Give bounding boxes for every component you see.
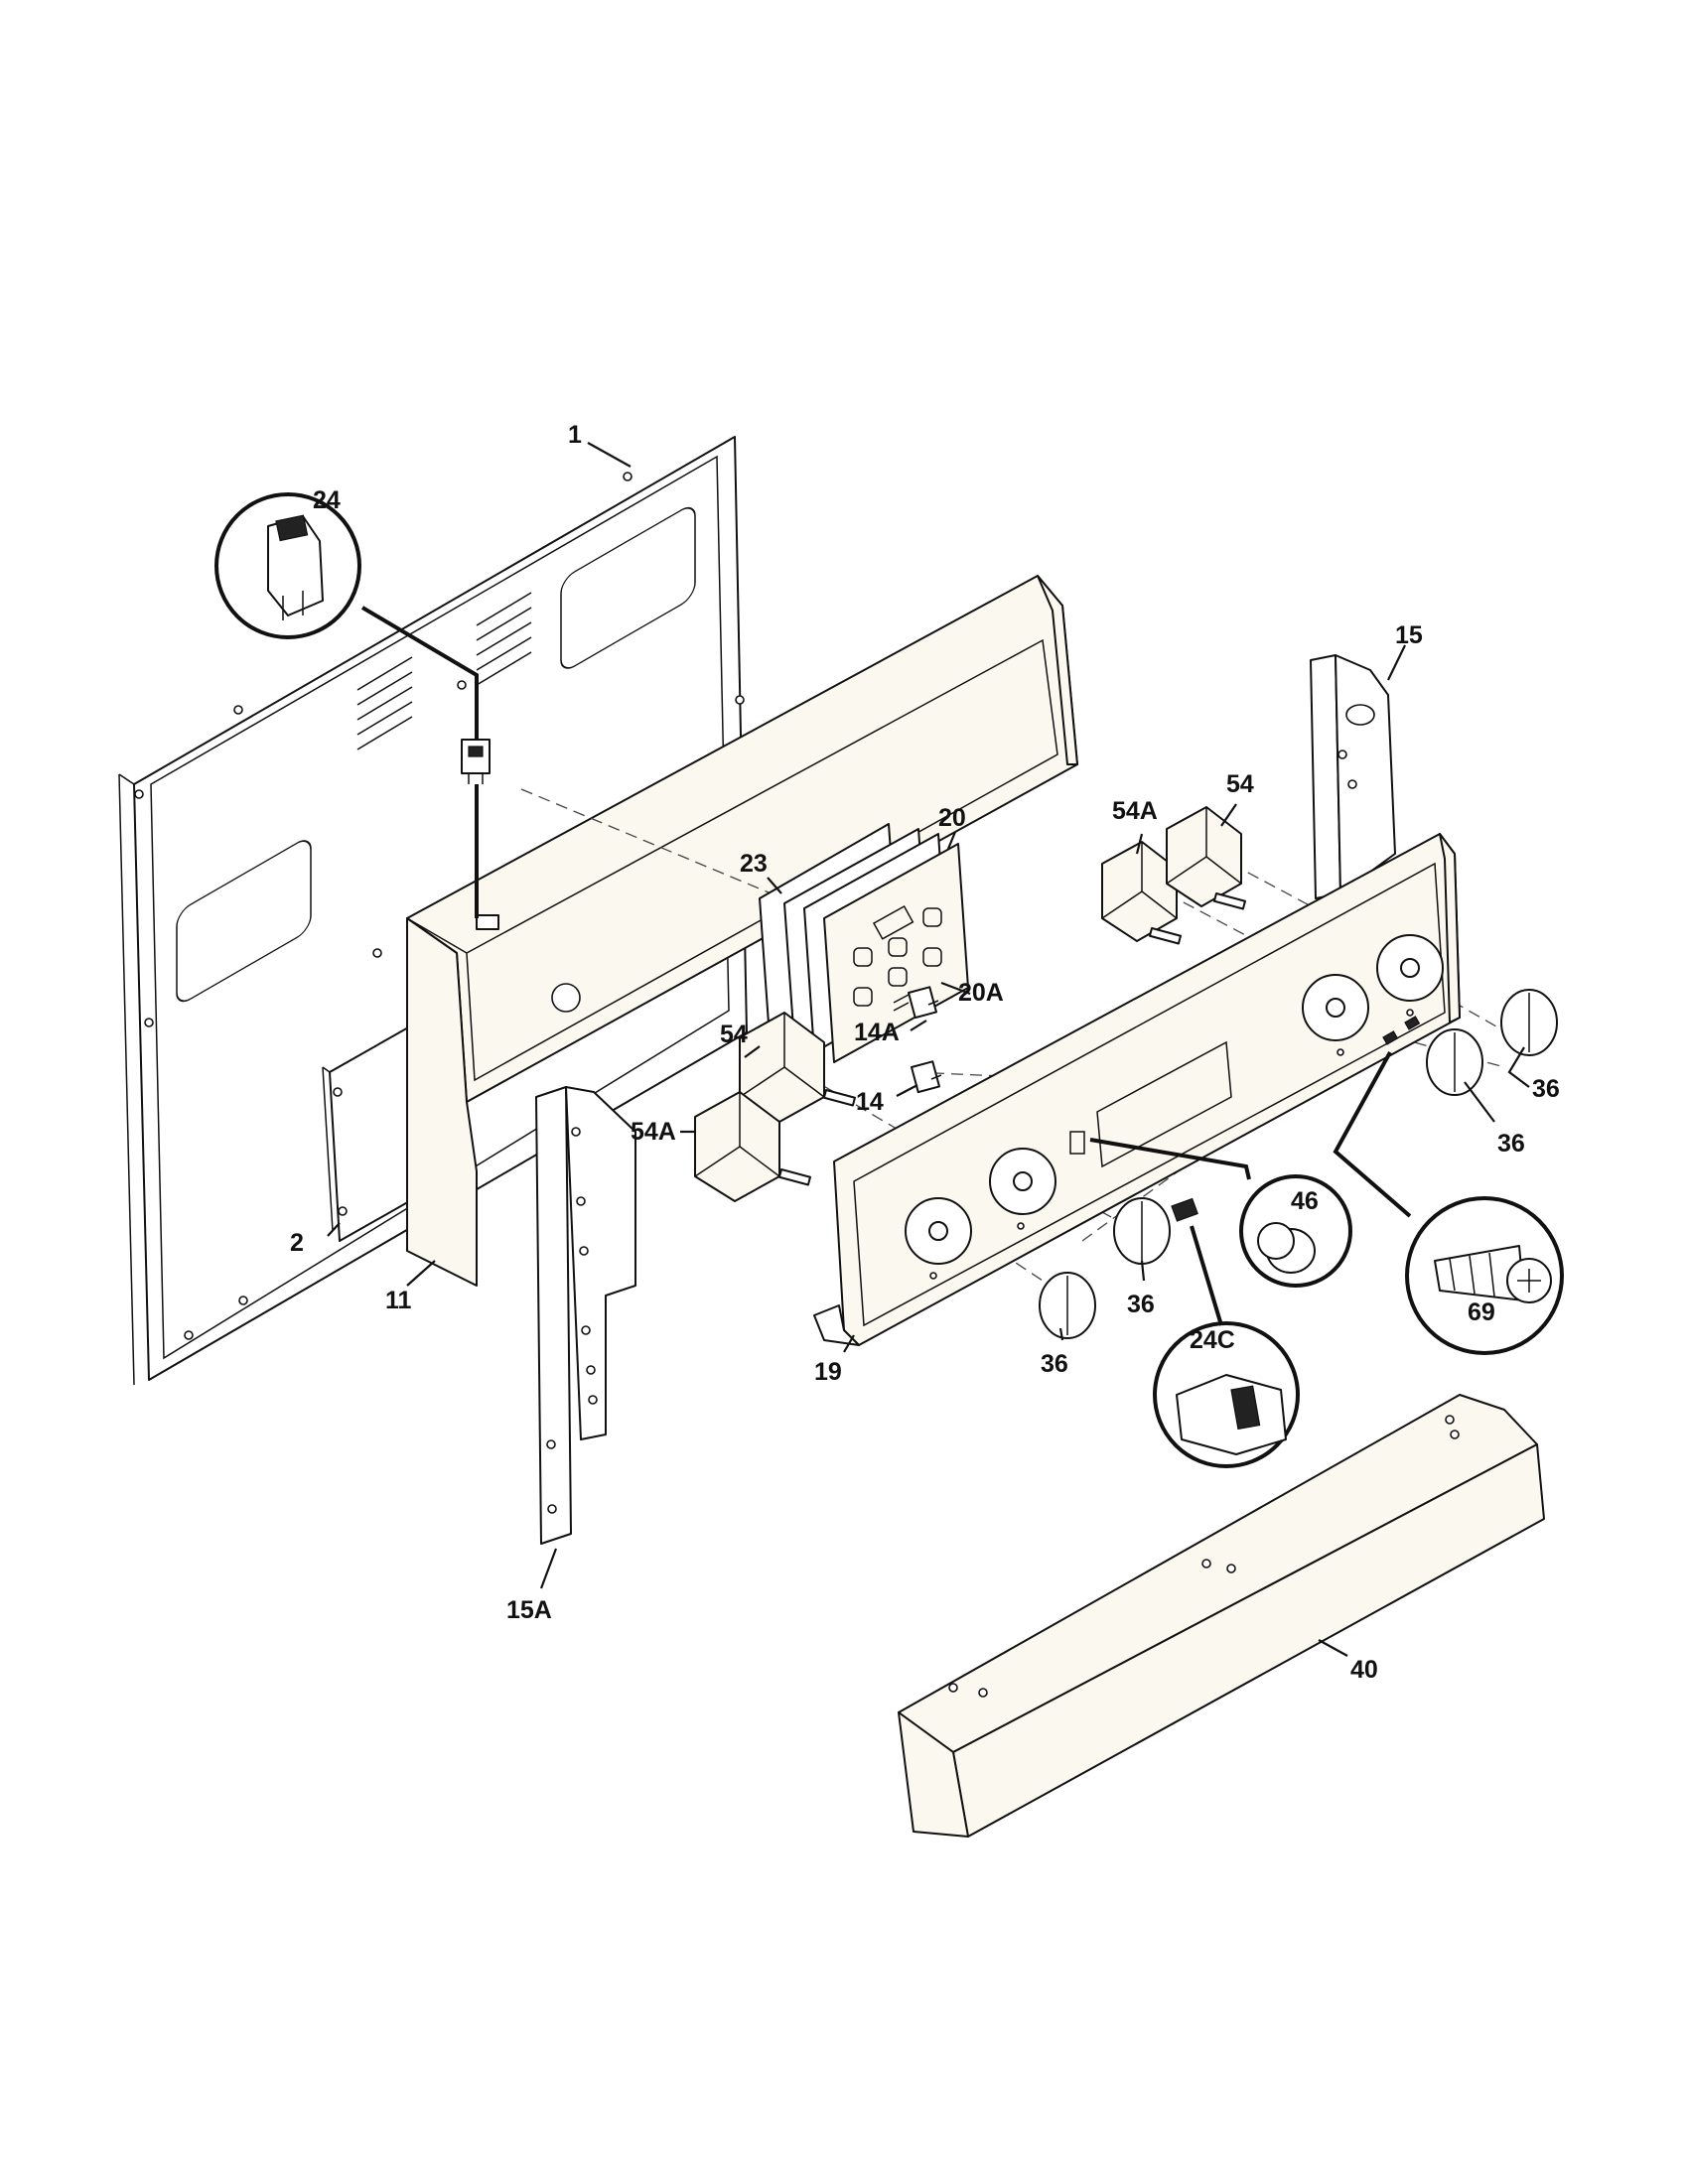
label-1: 1 <box>568 421 582 449</box>
part-36-knob-1 <box>1039 1272 1096 1339</box>
label-40: 40 <box>1350 1656 1378 1684</box>
label-46: 46 <box>1291 1187 1319 1215</box>
label-23: 23 <box>740 850 768 878</box>
label-54a-right: 54A <box>1112 797 1158 825</box>
label-54a-left: 54A <box>631 1118 676 1146</box>
label-20: 20 <box>938 804 966 832</box>
label-69: 69 <box>1468 1298 1495 1326</box>
part-19-control-panel <box>813 833 1461 1346</box>
label-11: 11 <box>385 1287 412 1314</box>
label-15: 15 <box>1395 621 1423 649</box>
part-15a-left-bracket <box>535 1086 636 1545</box>
callout-24c <box>1153 1321 1300 1468</box>
label-54-right: 54 <box>1226 770 1254 798</box>
label-24c: 24C <box>1190 1326 1235 1354</box>
label-2: 2 <box>290 1229 304 1257</box>
label-36-a: 36 <box>1041 1350 1068 1378</box>
part-36-knob-2 <box>1113 1197 1171 1265</box>
label-19: 19 <box>814 1358 842 1386</box>
part-23-20-20a-control-board <box>759 823 969 1063</box>
part-36-knob-3 <box>1426 1028 1483 1096</box>
label-20a: 20A <box>958 979 1004 1007</box>
part-14-switch <box>911 1060 942 1094</box>
label-54-left: 54 <box>720 1021 748 1048</box>
callout-connectors <box>360 606 1412 1326</box>
leader-lines <box>327 442 1530 1657</box>
label-36-d: 36 <box>1532 1075 1560 1103</box>
part-69-screw-small <box>1382 1016 1421 1045</box>
part-40-lower-trim <box>898 1394 1545 1838</box>
part-54a-right-switch <box>1101 841 1182 945</box>
callout-69 <box>1405 1196 1564 1355</box>
label-36-b: 36 <box>1127 1291 1155 1318</box>
label-15a: 15A <box>506 1596 552 1624</box>
part-36-knob-4 <box>1500 989 1558 1056</box>
part-24c-rocker-small <box>1171 1197 1198 1222</box>
label-14: 14 <box>856 1088 884 1116</box>
part-11-control-frame <box>406 575 1078 1287</box>
part-54-left-switch <box>739 1012 856 1123</box>
part-54-right-switch <box>1166 806 1246 910</box>
part-14a-switch <box>908 986 939 1020</box>
label-36-c: 36 <box>1497 1130 1525 1158</box>
label-14a: 14A <box>854 1019 900 1046</box>
part-labels: 1 24 15 54 54A 20 23 20A 14A 54 54A 14 2… <box>290 421 1560 1684</box>
part-15-right-bracket <box>1310 654 1396 899</box>
callout-24 <box>214 492 361 639</box>
label-24: 24 <box>313 486 341 514</box>
part-24-rocker-small <box>461 739 491 784</box>
part-54a-left-switch <box>694 1091 811 1202</box>
callout-46 <box>1239 1174 1352 1288</box>
